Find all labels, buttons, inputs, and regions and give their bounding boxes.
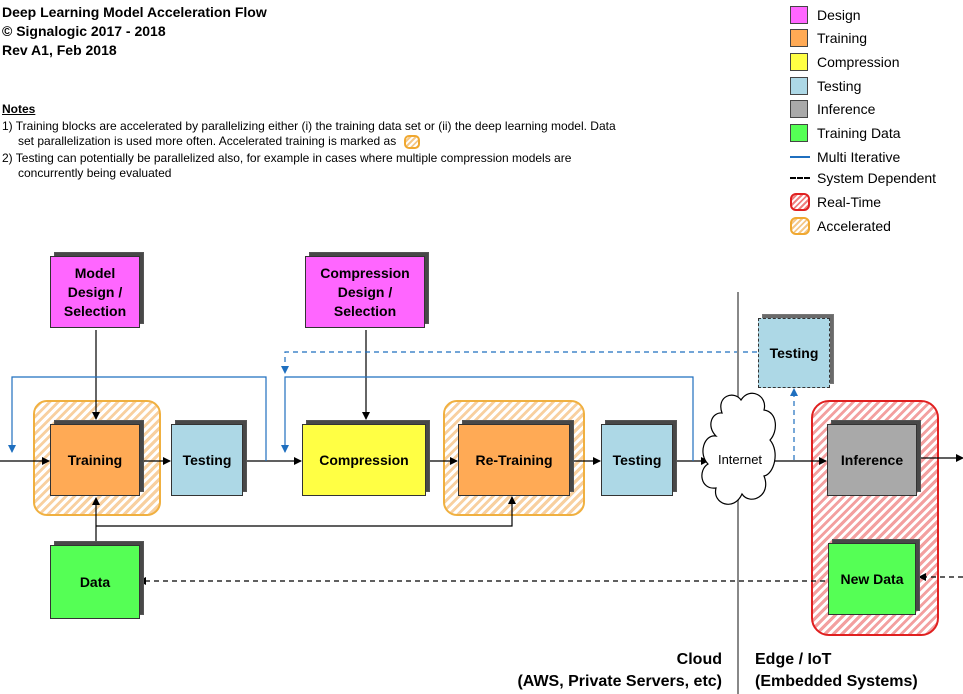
- dashed-line-icon: [790, 177, 810, 179]
- compression-design-selection-block[interactable]: Compression Design / Selection: [305, 256, 425, 328]
- testing-block-2[interactable]: Testing: [601, 424, 673, 496]
- testing-swatch: [790, 77, 808, 95]
- retraining-block[interactable]: Re-Training: [458, 424, 570, 496]
- training-block[interactable]: Training: [50, 424, 140, 496]
- legend-label: Real-Time: [817, 194, 882, 210]
- legend-label: Training Data: [817, 125, 901, 141]
- legend-label: System Dependent: [817, 170, 937, 186]
- accelerated-swatch: [790, 217, 810, 235]
- design-swatch: [790, 6, 808, 24]
- note-2-line-1: 2) Testing can potentially be paralleliz…: [2, 151, 572, 165]
- cloud-label-line-1: Cloud: [676, 651, 722, 668]
- accelerated-marker-icon: [403, 134, 420, 149]
- edge-label-line-1: Edge / IoT: [755, 651, 832, 668]
- diagram-title: Deep Learning Model Acceleration Flow: [2, 4, 267, 20]
- edge-testing-block[interactable]: Testing: [758, 318, 830, 388]
- legend-label: Accelerated: [817, 218, 891, 234]
- training-swatch: [790, 29, 808, 47]
- compression-swatch: [790, 53, 808, 71]
- legend-label: Compression: [817, 54, 900, 70]
- edge-label-line-2: (Embedded Systems): [755, 673, 918, 690]
- real-time-swatch: [790, 193, 810, 211]
- inference-block[interactable]: Inference: [827, 424, 917, 496]
- legend-label: Multi Iterative: [817, 149, 901, 165]
- note-2-line-2: concurrently being evaluated: [18, 166, 172, 180]
- data-block[interactable]: Data: [50, 545, 140, 619]
- legend-label: Training: [817, 30, 868, 46]
- revision: Rev A1, Feb 2018: [2, 42, 117, 58]
- model-design-selection-block[interactable]: Model Design / Selection: [50, 256, 140, 328]
- new-data-block[interactable]: New Data: [828, 543, 916, 615]
- note-1-line-2: set parallelization is used more often. …: [18, 134, 420, 149]
- cloud-label-line-2: (AWS, Private Servers, etc): [517, 673, 722, 690]
- legend-label: Testing: [817, 78, 862, 94]
- legend-label: Inference: [817, 101, 876, 117]
- testing-block-1[interactable]: Testing: [171, 424, 243, 496]
- copyright: © Signalogic 2017 - 2018: [2, 23, 166, 39]
- training-data-swatch: [790, 124, 808, 142]
- inference-swatch: [790, 100, 808, 118]
- solid-line-icon: [790, 156, 810, 158]
- compression-block[interactable]: Compression: [302, 424, 426, 496]
- internet-cloud-icon: [701, 392, 776, 505]
- notes-title: Notes: [2, 102, 36, 116]
- note-1-line-1: 1) Training blocks are accelerated by pa…: [2, 119, 616, 133]
- legend-label: Design: [817, 7, 861, 23]
- edge-zone-label: Edge / IoT (Embedded Systems): [755, 649, 918, 693]
- internet-label: Internet: [717, 452, 763, 467]
- cloud-zone-label: Cloud (AWS, Private Servers, etc): [517, 649, 722, 693]
